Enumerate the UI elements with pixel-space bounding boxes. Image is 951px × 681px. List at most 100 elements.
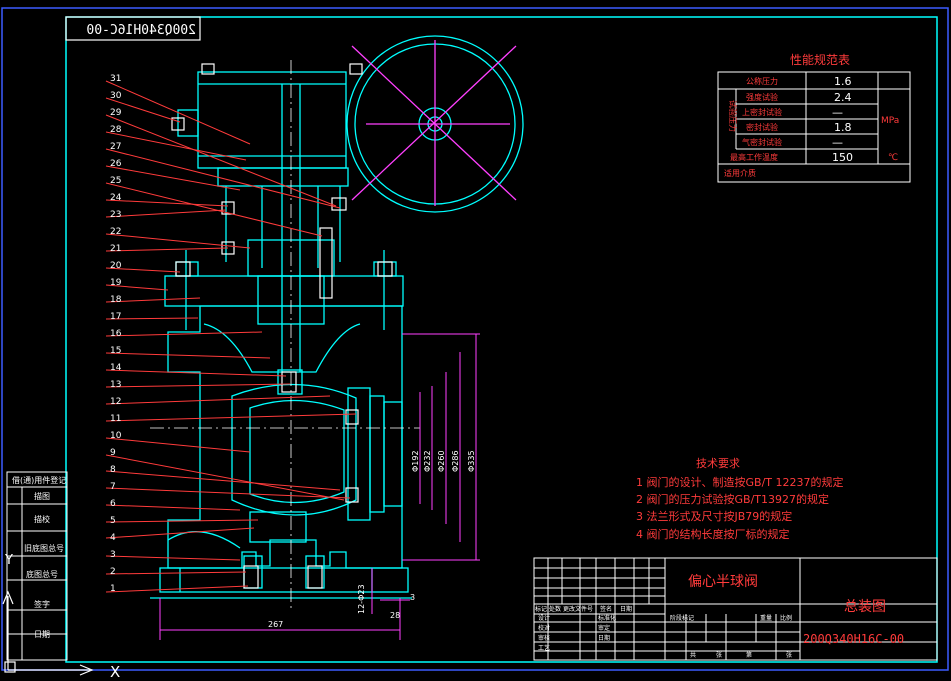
part-number: 3 bbox=[110, 550, 116, 560]
tech-item-1: 2 阀门的压力试验按GB/T13927的规定 bbox=[636, 492, 829, 506]
label-approval: 审定 bbox=[598, 624, 610, 632]
part-number: 22 bbox=[110, 227, 121, 237]
perf-value-2: — bbox=[832, 106, 843, 119]
perf-label-2: 上密封试验 bbox=[742, 107, 782, 117]
part-number: 21 bbox=[110, 244, 121, 254]
valve-assembly bbox=[150, 35, 524, 599]
part-number: 6 bbox=[110, 499, 116, 509]
perf-label-1: 强度试验 bbox=[746, 92, 778, 102]
side-label-4: 底图总号 bbox=[26, 569, 58, 579]
title-code: 200Q340H16C-00 bbox=[803, 632, 904, 646]
part-number: 11 bbox=[110, 414, 121, 424]
dim-d2: Φ232 bbox=[423, 450, 432, 472]
side-label-3: 旧底图总号 bbox=[24, 543, 64, 553]
dim-d5: Φ335 bbox=[467, 450, 476, 472]
part-number: 30 bbox=[110, 91, 122, 101]
ucs-icon bbox=[2, 590, 94, 676]
side-label-6: 日期 bbox=[34, 630, 50, 639]
inner-frame bbox=[65, 16, 938, 663]
perf-label-6: 适用介质 bbox=[724, 168, 756, 178]
tech-item-2: 3 法兰形式及尺寸按JB79的规定 bbox=[636, 509, 792, 523]
part-number: 13 bbox=[110, 380, 121, 390]
performance-table: 性能规范表 公称压力 1.6 强度试验 2.4 上密封试验 — 密封试验 1.8… bbox=[717, 52, 911, 183]
perf-value-3: 1.8 bbox=[834, 121, 852, 134]
side-registration-column: 借(通)用件登记 描图 描校 旧底图总号 底图总号 签字 日期 bbox=[6, 471, 68, 661]
outer-frame bbox=[1, 7, 949, 671]
label-process: 工艺 bbox=[538, 644, 550, 652]
part-number: 1 bbox=[110, 584, 116, 594]
leader-lines bbox=[105, 80, 357, 593]
perf-value-0: 1.6 bbox=[834, 75, 852, 88]
dim-d4: Φ286 bbox=[451, 450, 460, 472]
title-block: 偏心半球阀 总装图 200Q340H16C-00 标记 处数 更改文件号 签名 … bbox=[533, 557, 938, 661]
perf-unit-temp: ℃ bbox=[888, 153, 898, 163]
part-number: 26 bbox=[110, 159, 122, 169]
dim-d3: Φ260 bbox=[437, 450, 446, 472]
header-signature: 签名 bbox=[600, 605, 612, 613]
label-sheets-1: 张 bbox=[716, 651, 722, 659]
tech-title: 技术要求 bbox=[696, 457, 740, 470]
part-number: 4 bbox=[110, 533, 116, 543]
label-sheet-no: 第 bbox=[746, 651, 752, 659]
part-number: 16 bbox=[110, 329, 122, 339]
side-label-2: 描校 bbox=[34, 514, 50, 524]
label-total: 共 bbox=[690, 651, 696, 659]
perf-label-5: 最高工作温度 bbox=[730, 152, 778, 162]
perf-unit-pressure: MPa bbox=[881, 116, 899, 126]
perf-value-1: 2.4 bbox=[834, 91, 852, 104]
part-number: 28 bbox=[110, 125, 122, 135]
part-number: 31 bbox=[110, 74, 121, 84]
label-design: 设计 bbox=[538, 614, 550, 622]
header-date: 日期 bbox=[620, 605, 632, 613]
center-lines bbox=[150, 60, 420, 610]
dim-gap: 3 bbox=[410, 593, 415, 602]
label-standardization: 标准化 bbox=[598, 614, 616, 622]
perf-table-title: 性能规范表 bbox=[790, 52, 850, 67]
technical-requirements: 技术要求 1 阀门的设计、制造按GB/T 12237的规定 2 阀门的压力试验按… bbox=[636, 457, 843, 541]
part-number: 29 bbox=[110, 108, 122, 118]
tech-item-0: 1 阀门的设计、制造按GB/T 12237的规定 bbox=[636, 475, 843, 489]
side-label-5: 签字 bbox=[34, 599, 50, 609]
label-check: 校对 bbox=[538, 624, 550, 632]
header-change-doc: 更改文件号 bbox=[563, 605, 593, 613]
perf-value-4: — bbox=[832, 136, 843, 149]
part-number-labels: 1 2 3 4 5 6 7 8 9 10 11 12 13 14 15 16 1… bbox=[110, 74, 122, 594]
dimension-lines bbox=[159, 333, 480, 640]
part-number: 20 bbox=[110, 261, 122, 271]
part-number: 25 bbox=[110, 176, 121, 186]
dim-bolts: 12-Φ23 bbox=[357, 584, 366, 614]
part-number: 12 bbox=[110, 397, 121, 407]
part-number: 9 bbox=[110, 448, 116, 458]
bolts bbox=[171, 63, 393, 589]
perf-label-4: 气密封试验 bbox=[742, 137, 782, 147]
mirrored-drawing-code: 200Q340H16C-00 bbox=[86, 23, 196, 38]
label-scale: 比例 bbox=[780, 614, 792, 622]
perf-label-0: 公称压力 bbox=[746, 76, 778, 86]
dim-d1: Φ192 bbox=[411, 450, 420, 472]
code-box bbox=[65, 16, 201, 41]
perf-label-3: 密封试验 bbox=[746, 122, 778, 132]
part-number: 27 bbox=[110, 142, 121, 152]
part-number: 15 bbox=[110, 346, 121, 356]
label-mid-date: 日期 bbox=[598, 634, 610, 642]
part-number: 8 bbox=[110, 465, 116, 475]
part-number: 24 bbox=[110, 193, 122, 203]
part-number: 10 bbox=[110, 431, 122, 441]
ucs-x-label: X bbox=[110, 663, 120, 681]
part-number: 14 bbox=[110, 363, 122, 373]
handwheel-spokes bbox=[351, 40, 517, 206]
header-mark: 标记 bbox=[535, 605, 547, 613]
title-name: 偏心半球阀 bbox=[688, 574, 758, 590]
header-count: 处数 bbox=[549, 605, 561, 613]
part-number: 2 bbox=[110, 567, 116, 577]
label-sheets-2: 张 bbox=[786, 651, 792, 659]
perf-group-label: 试验压力 bbox=[728, 100, 738, 132]
dim-flange: 28 bbox=[390, 611, 400, 620]
side-label-1: 描图 bbox=[34, 491, 50, 501]
side-label-0: 借(通)用件登记 bbox=[12, 475, 66, 485]
tech-item-3: 4 阀门的结构长度按厂标的规定 bbox=[636, 527, 790, 541]
perf-value-5: 150 bbox=[832, 151, 853, 164]
label-stage: 阶段标记 bbox=[670, 614, 694, 622]
dim-width: 267 bbox=[268, 620, 283, 629]
